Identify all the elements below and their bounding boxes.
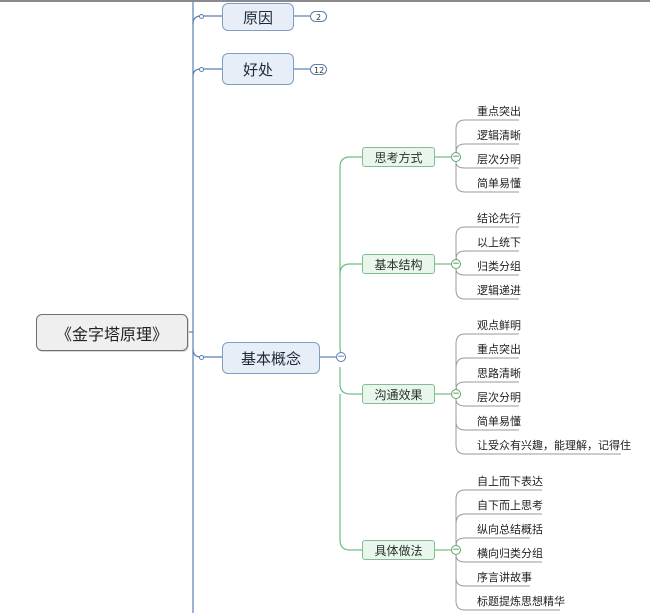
leaf-topic[interactable]: 横向归类分组 xyxy=(477,547,543,560)
collapse-minus-icon[interactable]: − xyxy=(451,389,461,399)
subtopic-thinking[interactable]: 思考方式 xyxy=(362,147,435,167)
topic-benefit-label: 好处 xyxy=(242,60,273,79)
leaf-topic[interactable]: 以上统下 xyxy=(477,236,521,249)
topic-reason[interactable]: 原因 xyxy=(222,3,294,31)
leaf-topic[interactable]: 标题提炼思想精华 xyxy=(477,595,565,608)
collapse-minus-icon[interactable]: − xyxy=(336,352,346,362)
root-topic[interactable]: 《金字塔原理》 xyxy=(36,314,188,351)
subtopic-label: 具体做法 xyxy=(374,543,423,558)
subtopic-structure[interactable]: 基本结构 xyxy=(362,254,435,274)
leaf-topic[interactable]: 让受众有兴趣，能理解，记得住 xyxy=(477,439,631,452)
leaf-topic[interactable]: 简单易懂 xyxy=(477,177,521,190)
collapse-minus-icon[interactable]: − xyxy=(451,545,461,555)
subtopic-practice[interactable]: 具体做法 xyxy=(362,540,435,560)
collapse-minus-icon[interactable]: − xyxy=(451,152,461,162)
leaf-topic[interactable]: 逻辑清晰 xyxy=(477,129,521,142)
leaf-topic[interactable]: 序言讲故事 xyxy=(477,571,532,584)
leaf-topic[interactable]: 归类分组 xyxy=(477,260,521,273)
subtopic-label: 思考方式 xyxy=(374,150,423,165)
collapse-minus-icon[interactable]: − xyxy=(451,259,461,269)
leaf-topic[interactable]: 自下而上思考 xyxy=(477,499,543,512)
leaf-topic[interactable]: 自上而下表达 xyxy=(477,475,543,488)
leaf-topic[interactable]: 结论先行 xyxy=(477,212,521,225)
leaf-topic[interactable]: 重点突出 xyxy=(477,343,521,356)
root-topic-label: 《金字塔原理》 xyxy=(55,324,168,344)
leaf-topic[interactable]: 逻辑递进 xyxy=(477,284,521,297)
topic-benefit[interactable]: 好处 xyxy=(222,53,294,85)
leaf-topic[interactable]: 纵向总结概括 xyxy=(477,523,543,536)
connector-dot-icon xyxy=(199,67,204,72)
topic-basic-concept[interactable]: 基本概念 xyxy=(222,342,320,374)
collapsed-count: 2 xyxy=(315,13,322,22)
topic-basic-concept-label: 基本概念 xyxy=(240,349,301,368)
leaf-topic[interactable]: 简单易懂 xyxy=(477,415,521,428)
topic-reason-label: 原因 xyxy=(242,8,273,27)
subtopic-effect[interactable]: 沟通效果 xyxy=(362,384,435,404)
collapsed-count: 12 xyxy=(314,66,325,75)
leaf-topic[interactable]: 层次分明 xyxy=(477,153,521,166)
subtopic-label: 沟通效果 xyxy=(374,387,423,402)
subtopic-label: 基本结构 xyxy=(374,257,423,272)
collapsed-count-badge[interactable]: 12 xyxy=(310,64,327,75)
collapsed-count-badge[interactable]: 2 xyxy=(310,11,327,22)
leaf-topic[interactable]: 思路清晰 xyxy=(477,367,521,380)
leaf-topic[interactable]: 重点突出 xyxy=(477,105,521,118)
leaf-topic[interactable]: 观点鲜明 xyxy=(477,319,521,332)
leaf-topic[interactable]: 层次分明 xyxy=(477,391,521,404)
connector-dot-icon xyxy=(199,14,204,19)
connector-dot-icon xyxy=(199,355,204,360)
